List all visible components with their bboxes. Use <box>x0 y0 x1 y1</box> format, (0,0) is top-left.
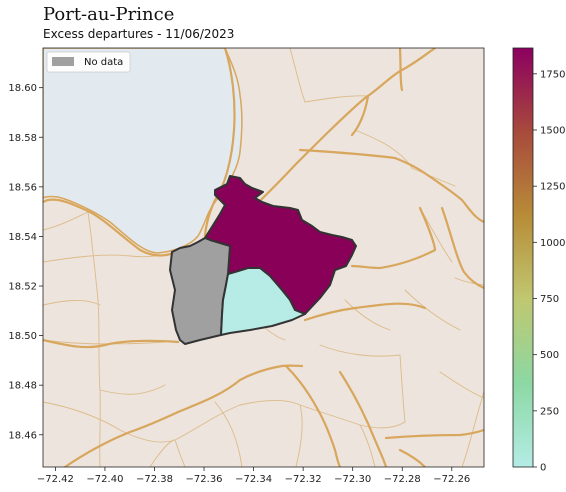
colorbar-ticks: 0 250 500 750 1000 1250 1500 1750 <box>533 69 565 474</box>
x-tick-label: −72.26 <box>433 474 470 485</box>
bay-water <box>43 48 243 254</box>
x-tick-label: −72.34 <box>235 474 272 485</box>
south-section <box>220 267 306 336</box>
colorbar-tick-label: 1250 <box>540 182 565 193</box>
colorbar: 0 250 500 750 1000 1250 1500 1750 <box>512 47 565 474</box>
colorbar-tick-label: 750 <box>540 294 559 305</box>
y-tick-label: 18.52 <box>8 282 37 293</box>
legend-box: No data <box>46 51 131 73</box>
y-tick-label: 18.58 <box>8 133 37 144</box>
y-tick-label: 18.48 <box>8 381 37 392</box>
colorbar-gradient <box>512 47 534 468</box>
colorbar-tick-label: 0 <box>540 463 546 474</box>
y-axis: 18.46 18.48 18.50 18.52 18.54 18.56 18.58 18.60 <box>8 83 43 441</box>
colorbar-tick-label: 500 <box>540 350 559 361</box>
y-tick-label: 18.46 <box>8 430 37 441</box>
legend-label: No data <box>84 57 123 68</box>
x-tick-label: −72.30 <box>334 474 371 485</box>
map-subtitle: Excess departures - 11/06/2023 <box>43 27 235 41</box>
colorbar-tick-label: 1000 <box>540 238 565 249</box>
x-tick-label: −72.36 <box>186 474 223 485</box>
x-tick-label: −72.40 <box>86 474 123 485</box>
admin-regions <box>169 175 357 345</box>
colorbar-tick-label: 250 <box>540 406 559 417</box>
colorbar-tick-label: 1500 <box>540 126 565 137</box>
map-area <box>43 48 484 467</box>
y-tick-label: 18.60 <box>8 83 37 94</box>
plot-frame <box>42 47 485 468</box>
legend-swatch <box>52 57 74 66</box>
colorbar-tick-label: 1750 <box>540 69 565 80</box>
y-tick-label: 18.50 <box>8 331 37 342</box>
minor-roads <box>43 48 484 467</box>
x-tick-label: −72.28 <box>384 474 421 485</box>
major-roads <box>43 48 484 467</box>
map-title: Port-au-Prince <box>43 4 175 25</box>
x-axis: −72.42 −72.40 −72.38 −72.36 −72.34 −72.32 −72.… <box>37 467 470 485</box>
x-tick-label: −72.32 <box>285 474 322 485</box>
y-tick-label: 18.54 <box>8 232 37 243</box>
x-tick-label: −72.38 <box>136 474 173 485</box>
y-tick-label: 18.56 <box>8 182 37 193</box>
x-tick-label: −72.42 <box>37 474 74 485</box>
